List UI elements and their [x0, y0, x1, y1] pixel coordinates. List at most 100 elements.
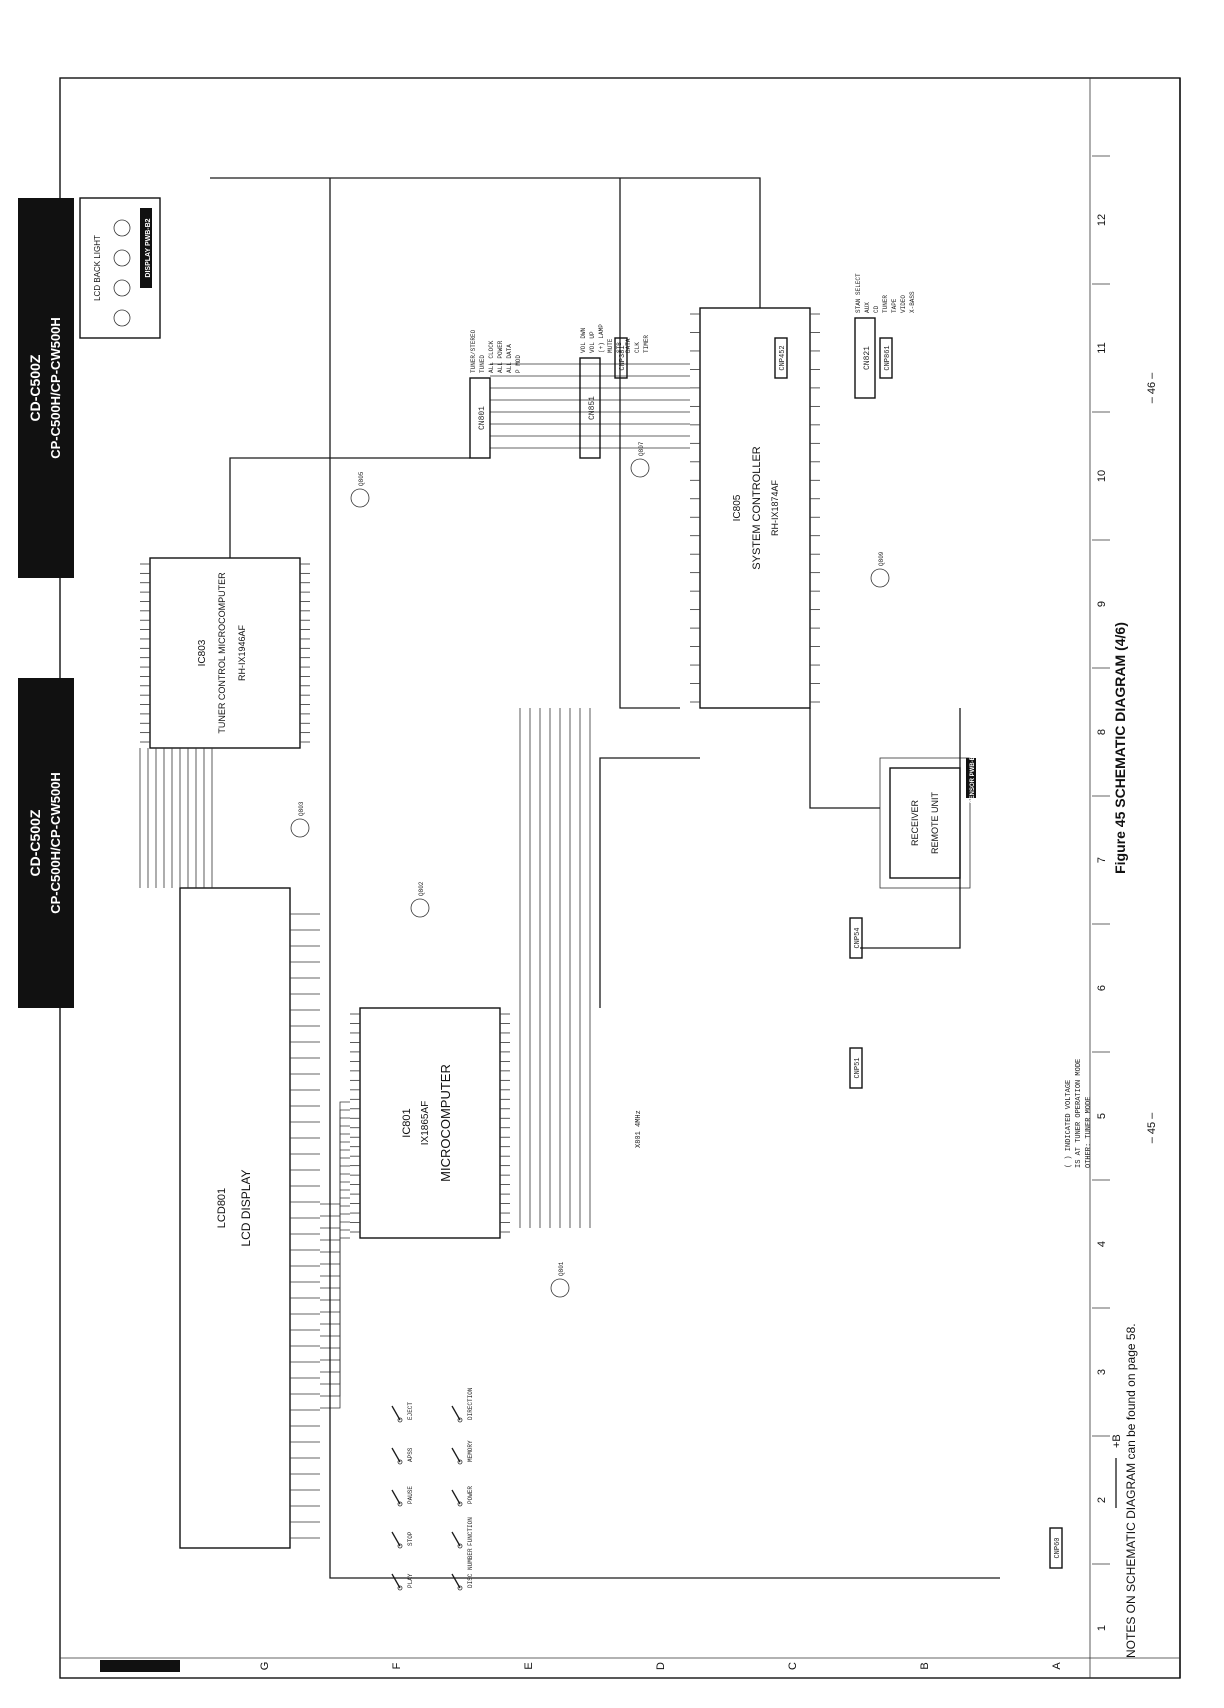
connector-pin-label: CLK: [634, 342, 641, 353]
switch-contact: [391, 1405, 401, 1421]
wire: [320, 1157, 350, 1289]
cnp381-tag: CNP381: [619, 345, 627, 370]
switch-node: [397, 1543, 403, 1549]
grid-row-A: A: [1051, 1662, 1063, 1670]
grid-col-9: 9: [1096, 601, 1108, 607]
wire: [320, 1141, 350, 1265]
grid-col-2: 2: [1096, 1497, 1108, 1503]
grid-col-11: 11: [1096, 342, 1108, 353]
grid-col-7: 7: [1096, 857, 1108, 863]
wire: [320, 1133, 350, 1253]
lcd-segment-pins: [290, 913, 320, 1539]
grid-col-6: 6: [1096, 985, 1108, 991]
lamp-icon: [113, 279, 131, 297]
connector-pin-label: VIDEO: [900, 295, 907, 313]
wire: [320, 1173, 350, 1313]
wire: [320, 1205, 350, 1361]
connector-pin-label: CD: [873, 305, 880, 313]
wire: [210, 177, 761, 308]
connector-pin-label: TUNED: [479, 355, 486, 373]
lcd-ref: LCD801: [216, 1188, 228, 1228]
switch-node: [397, 1585, 403, 1591]
switch-node: [397, 1459, 403, 1465]
ic801-pins: [350, 1013, 510, 1233]
switch-label: APSS: [407, 1447, 414, 1462]
switch-label: MEMORY: [467, 1440, 474, 1462]
switch-label: PAUSE: [407, 1486, 414, 1504]
lamp-icon: [113, 249, 131, 267]
page-number-left: – 45 –: [1146, 1112, 1158, 1143]
switch-contact: [451, 1447, 461, 1463]
switch-contact: [451, 1405, 461, 1421]
transistor-label: Q803: [298, 801, 305, 816]
crystal-label: X801 4MHz: [635, 1110, 643, 1148]
ic805-name: SYSTEM CONTROLLER: [751, 446, 763, 570]
connector-pin-label: MUTE: [607, 338, 614, 353]
wire: [320, 1165, 350, 1301]
grid-col-12: 12: [1096, 214, 1108, 226]
sensor-pwb-tag: [966, 758, 976, 798]
remote-unit-block: [889, 767, 961, 879]
transistor-label: Q805: [358, 471, 365, 486]
ic805-block: [699, 307, 811, 709]
transistor-icon: [630, 458, 650, 478]
ic805-pins: [690, 313, 820, 703]
wire: [320, 1197, 350, 1349]
transistor-icon: [410, 898, 430, 918]
switch-node: [397, 1417, 403, 1423]
wire: [320, 1149, 350, 1277]
ic803-part: RH-IX1946AF: [237, 624, 247, 681]
connector-pin-label: ALL DATA: [506, 344, 513, 373]
voltage-note-1: ( ) INDICATED VOLTAGE: [1065, 1080, 1073, 1168]
switch-node: [397, 1501, 403, 1507]
header-left-line2: CP-C500H/CP-CW500H: [48, 317, 63, 459]
switch-contact: [391, 1531, 401, 1547]
cnp-tags: CNP60 CNP51 CNP54 CNP381 CNP452 CNP861: [614, 337, 1063, 1569]
wire: [599, 757, 700, 1008]
grid-col-3: 3: [1096, 1369, 1108, 1375]
cnp51-tag: CNP51: [854, 1057, 862, 1078]
ic803-pins: [140, 563, 310, 743]
wiring: [139, 177, 1000, 1579]
sensor-pwb-outline: [879, 757, 971, 889]
ic801-block: [359, 1007, 501, 1239]
header-left-line1: CD-C500Z: [27, 354, 43, 421]
cnp60-tag: CNP60: [1054, 1537, 1062, 1558]
switch-node: [457, 1417, 463, 1423]
switch-node: [457, 1543, 463, 1549]
wire: [320, 1189, 350, 1337]
wire: [320, 1117, 350, 1229]
ic805-ref: IC805: [732, 494, 743, 521]
grid-row-G: G: [259, 1662, 271, 1671]
ic801-part: IX1865AF: [420, 1101, 431, 1145]
switch-contact: [451, 1489, 461, 1505]
switch-contact: [451, 1531, 461, 1547]
grid-col-8: 8: [1096, 729, 1108, 735]
connector-pin-label: VOL UP: [589, 331, 596, 353]
switch-label: EJECT: [407, 1402, 414, 1420]
header-bar-2: [18, 678, 74, 1008]
ic803-block: [149, 557, 301, 749]
remote-name: REMOTE UNIT: [930, 791, 940, 854]
ic801-ref: IC801: [401, 1108, 413, 1137]
pwb-b2-label: DISPLAY PWB-B2: [145, 218, 152, 277]
wire: [320, 1101, 350, 1205]
lcd-display-block: [179, 887, 291, 1549]
connector-pin-label: TUNER: [882, 295, 889, 313]
connector-pin-label: TUNER/STEREO: [470, 329, 477, 373]
wire: [329, 178, 1000, 1579]
ic803-name: TUNER CONTROL MICROCOMPUTER: [217, 572, 227, 734]
wire: [809, 708, 880, 809]
connector-pin-label: AUX: [864, 302, 871, 313]
connector-pin-label: STB: [616, 342, 623, 353]
connector-pin-label: ALL CLOCK: [488, 340, 495, 373]
wire: [229, 457, 470, 558]
voltage-note-2: IS AT TUNER OPERATION MODE: [1075, 1059, 1083, 1168]
wire: [320, 1229, 350, 1397]
